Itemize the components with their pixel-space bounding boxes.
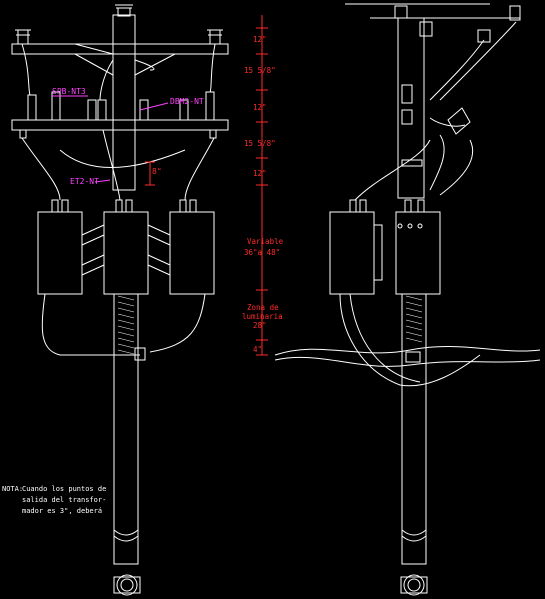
side-pole-upper	[397, 17, 425, 199]
dim-6: Variable	[247, 237, 284, 246]
note-line-1: Cuando los puntos de	[22, 485, 106, 493]
side-conduit-hatch	[405, 295, 423, 343]
front-pole-upper	[112, 14, 136, 191]
dimension-line	[256, 15, 268, 356]
note-line-3: mador es 3", deberá	[22, 507, 102, 515]
dim-4: 15 5/8"	[244, 139, 276, 148]
front-bushings	[51, 199, 197, 213]
front-brace-right	[134, 53, 176, 76]
dim-1: 12"	[253, 35, 267, 44]
front-transformer-center	[103, 211, 149, 295]
front-pole-lower	[113, 293, 139, 565]
dim-2: 15 5/8"	[244, 66, 276, 75]
note-block: NOTA: Cuando los puntos de salida del tr…	[2, 485, 106, 515]
front-upper-crossarm	[11, 43, 229, 55]
dimension-labels: 12" 15 5/8" 12" 15 5/8" 12" Variable 36"…	[242, 35, 284, 354]
dim-3: 12"	[253, 103, 267, 112]
dim-9: luminaria	[242, 312, 283, 321]
label-dbm: DBM2-NT	[170, 97, 204, 106]
dim-11: 4"	[253, 345, 262, 354]
label-dim-ref: 8"	[152, 167, 162, 176]
front-upper-insulators	[15, 29, 223, 45]
dim-5: 12"	[253, 169, 267, 178]
note-line-2: salida del transfor-	[22, 496, 106, 504]
label-spb: SPB-NT3	[52, 87, 86, 96]
front-conduit-hatch	[117, 295, 135, 355]
front-view	[11, 4, 229, 596]
front-lower-crossarm	[11, 119, 229, 131]
dim-10: 28"	[253, 321, 267, 330]
note-heading: NOTA:	[2, 485, 23, 493]
side-view	[274, 3, 541, 596]
front-pole-base	[116, 574, 138, 596]
side-transformer-left	[329, 211, 375, 295]
side-pole-base	[403, 574, 425, 596]
dim-7: 36"a 48"	[244, 248, 280, 257]
side-transformer-right	[395, 211, 441, 295]
front-top-insulator	[115, 4, 133, 17]
dim-8: Zona de	[247, 303, 279, 312]
front-transformer-left	[37, 211, 83, 295]
side-pole-lower	[401, 293, 427, 565]
front-brace-left	[74, 43, 114, 55]
label-et2: ET2-NT	[70, 177, 99, 186]
front-cutouts	[19, 91, 217, 139]
front-transformer-right	[169, 211, 215, 295]
